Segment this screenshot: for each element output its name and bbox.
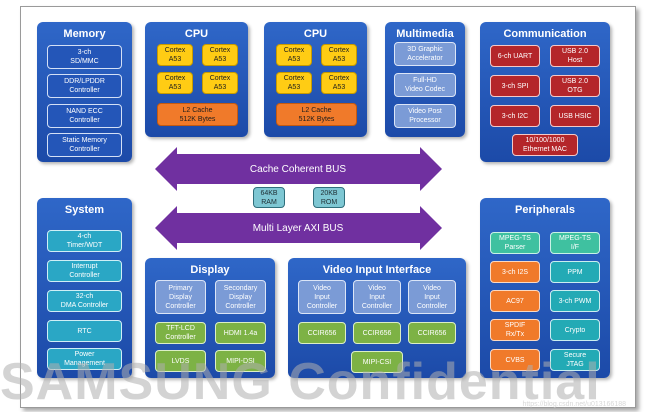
comm-usb-otg: USB 2.0 OTG (550, 75, 600, 97)
system-title: System (64, 204, 105, 216)
peripheral-ppm: PPM (550, 261, 600, 283)
cortex-a53-core: Cortex A53 (202, 72, 238, 94)
multimedia-video-codec: Full-HD Video Codec (394, 73, 456, 97)
display-primary-controller: Primary Display Controller (155, 280, 206, 314)
memory-title: Memory (63, 28, 106, 40)
comm-i2c: 3-ch I2C (490, 105, 540, 127)
peripherals-title: Peripherals (515, 204, 575, 216)
multimedia-block: Multimedia 3D Graphic Accelerator Full-H… (385, 22, 465, 137)
video-input-title: Video Input Interface (322, 264, 432, 276)
cortex-a53-core: Cortex A53 (276, 72, 312, 94)
display-secondary-controller: Secondary Display Controller (215, 280, 266, 314)
video-input-controller: Video Input Controller (408, 280, 456, 314)
system-block: System 4-ch Timer/WDT Interrupt Controll… (37, 198, 132, 378)
display-title: Display (190, 264, 230, 276)
system-dma-controller: 32-ch DMA Controller (47, 290, 122, 312)
l2-cache: L2 Cache 512K Bytes (276, 103, 357, 126)
source-credit: https://blog.csdn.net/u013166188 (522, 401, 626, 408)
confidential-watermark: SAMSUNG Confidential (0, 353, 601, 411)
cortex-a53-core: Cortex A53 (157, 72, 193, 94)
comm-ethernet-mac: 10/100/1000 Ethernet MAC (512, 134, 578, 156)
video-input-controller: Video Input Controller (353, 280, 401, 314)
peripheral-ac97: AC97 (490, 290, 540, 312)
peripheral-cvbs: CVBS (490, 349, 540, 371)
system-power-management: Power Management (47, 348, 122, 370)
cortex-a53-core: Cortex A53 (202, 44, 238, 66)
display-mipi-dsi: MIPI-DSI (215, 350, 266, 372)
peripheral-pwm: 3-ch PWM (550, 290, 600, 312)
peripheral-spdif: SPDIF Rx/Tx (490, 319, 540, 341)
cpu-left-title: CPU (184, 28, 209, 40)
cortex-a53-core: Cortex A53 (321, 44, 357, 66)
display-hdmi: HDMI 1.4a (215, 322, 266, 344)
cpu-block-left: CPU Cortex A53 Cortex A53 Cortex A53 Cor… (145, 22, 248, 137)
system-rtc: RTC (47, 320, 122, 342)
peripheral-mpeg-ts-if: MPEG-TS I/F (550, 232, 600, 254)
cache-bus-left-arrow (155, 147, 177, 191)
memory-static-controller: Static Memory Controller (47, 133, 122, 157)
system-timer-wdt: 4-ch Timer/WDT (47, 230, 122, 252)
video-input-mipi-csi: MIPI-CSI (351, 351, 403, 373)
display-block: Display Primary Display Controller Secon… (145, 258, 275, 378)
cpu-right-title: CPU (303, 28, 328, 40)
multi-layer-axi-bus: Multi Layer AXI BUS (176, 213, 420, 243)
axi-bus-right-arrow (420, 206, 442, 250)
cache-coherent-bus: Cache Coherent BUS (176, 154, 420, 184)
communication-block: Communication 6-ch UART USB 2.0 Host 3-c… (480, 22, 610, 162)
cpu-block-right: CPU Cortex A53 Cortex A53 Cortex A53 Cor… (264, 22, 367, 137)
cortex-a53-core: Cortex A53 (276, 44, 312, 66)
peripherals-block: Peripherals MPEG-TS Parser MPEG-TS I/F 3… (480, 198, 610, 378)
rom-20kb: 20KB ROM (313, 187, 345, 208)
video-input-ccir656: CCIR656 (408, 322, 456, 344)
multimedia-3d-graphics: 3D Graphic Accelerator (394, 42, 456, 66)
peripheral-mpeg-ts-parser: MPEG-TS Parser (490, 232, 540, 254)
video-input-ccir656: CCIR656 (298, 322, 346, 344)
video-input-ccir656: CCIR656 (353, 322, 401, 344)
display-lvds: LVDS (155, 350, 206, 372)
memory-sdmmc: 3-ch SD/MMC (47, 45, 122, 69)
l2-cache: L2 Cache 512K Bytes (157, 103, 238, 126)
memory-block: Memory 3-ch SD/MMC DDR/LPDDR Controller … (37, 22, 132, 162)
cache-bus-right-arrow (420, 147, 442, 191)
comm-usb-host: USB 2.0 Host (550, 45, 600, 67)
memory-ddr-controller: DDR/LPDDR Controller (47, 74, 122, 98)
cortex-a53-core: Cortex A53 (321, 72, 357, 94)
axi-bus-left-arrow (155, 206, 177, 250)
multimedia-title: Multimedia (396, 28, 454, 40)
communication-title: Communication (503, 28, 587, 40)
display-tft-lcd: TFT-LCD Controller (155, 322, 206, 344)
system-interrupt-controller: Interrupt Controller (47, 260, 122, 282)
ram-64kb: 64KB RAM (253, 187, 285, 208)
comm-usb-hsic: USB HSIC (550, 105, 600, 127)
cortex-a53-core: Cortex A53 (157, 44, 193, 66)
memory-nand-ecc: NAND ECC Controller (47, 104, 122, 128)
comm-uart: 6-ch UART (490, 45, 540, 67)
video-input-controller: Video Input Controller (298, 280, 346, 314)
comm-spi: 3-ch SPI (490, 75, 540, 97)
video-input-block: Video Input Interface Video Input Contro… (288, 258, 466, 378)
multimedia-video-post: Video Post Processor (394, 104, 456, 128)
peripheral-crypto: Crypto (550, 319, 600, 341)
peripheral-secure-jtag: Secure JTAG (550, 349, 600, 371)
peripheral-i2s: 3-ch I2S (490, 261, 540, 283)
